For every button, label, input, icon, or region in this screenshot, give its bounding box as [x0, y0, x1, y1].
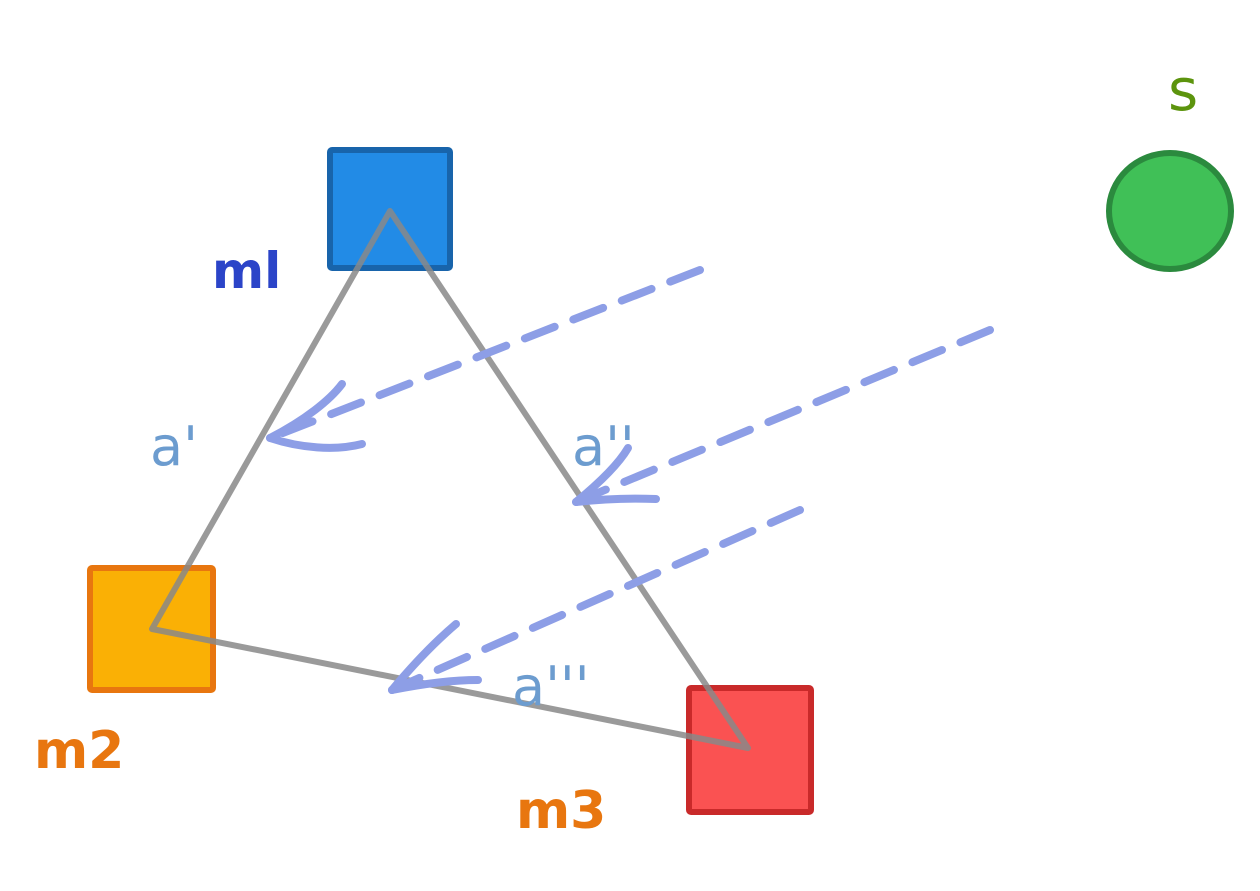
label-m3: m3: [516, 781, 606, 841]
label-a3: a''': [512, 655, 590, 718]
label-s: s: [1168, 56, 1198, 124]
source-s-circle: [1106, 150, 1234, 272]
label-a2: a'': [572, 415, 635, 478]
arrow-a1: [266, 266, 704, 452]
triangle-connector: [149, 208, 751, 751]
label-a1: a': [150, 415, 198, 478]
arrow-a2: [572, 326, 994, 506]
label-m1: ml: [212, 242, 281, 300]
label-m2: m2: [34, 721, 124, 781]
arrow-a3: [388, 506, 804, 694]
